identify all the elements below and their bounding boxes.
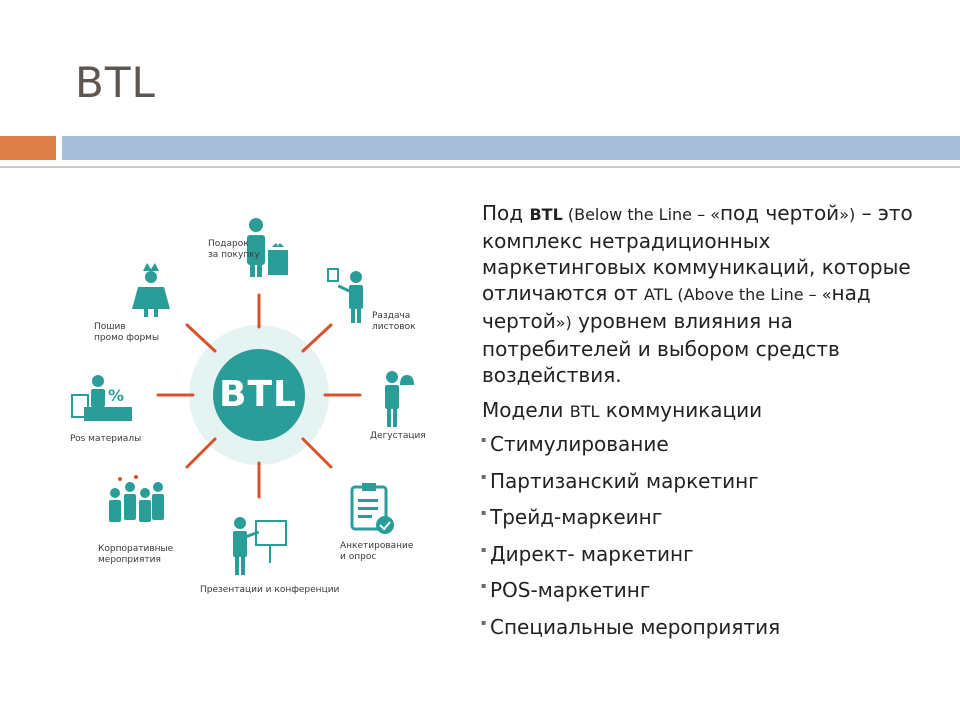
label-survey-line2: и опрос (340, 552, 377, 562)
definition-paragraph: Под BTL (Below the Line – «под чертой») … (482, 200, 922, 388)
label-promo-line2: промо формы (94, 333, 160, 343)
center-circle (213, 349, 305, 441)
def-part-9: ») (555, 313, 572, 332)
def-part-6: – это комплекс нетрадиционных маркетинго… (482, 201, 913, 305)
list-item: Директ- маркетинг (481, 537, 922, 567)
costume-icon (132, 263, 170, 317)
models-part-3: коммуникации (599, 398, 763, 422)
label-gift-line2: за покупку (208, 250, 260, 260)
label-gift-line1: Подарок (208, 239, 249, 249)
label-corporate-line1: Корпоративные (98, 544, 174, 554)
crowd-icon (109, 475, 164, 522)
label-pos-line1: Pos материалы (70, 434, 142, 444)
models-part-1: Модели (482, 398, 570, 422)
label-tasting-line1: Дегустация (370, 431, 426, 441)
label-pos: Pos материалы (70, 434, 141, 445)
pos-stand-icon: % (71, 375, 132, 421)
list-item: POS-маркетинг (481, 573, 922, 603)
divider-line (0, 166, 960, 168)
list-item: Стимулирование (481, 427, 922, 457)
content-block: Под BTL (Below the Line – «под чертой») … (481, 200, 922, 650)
spoke-top-right (301, 323, 333, 353)
spokes (156, 293, 362, 499)
flyers-icon (327, 268, 363, 323)
def-part-3: (Below the Line – « (562, 205, 720, 224)
btl-diagram: % BTL Подарок за покупку Раздача листово… (40, 195, 460, 615)
label-flyers: Раздача листовок (372, 311, 416, 333)
def-part-1: Под (482, 201, 530, 225)
waiter-icon (385, 371, 414, 427)
slide-title: BTL (75, 58, 156, 107)
def-part-8: над чертой (482, 281, 871, 333)
list-item: Трейд-маркеинг (481, 500, 922, 530)
spoke-bottom-left (185, 437, 217, 469)
models-heading: Модели BTL коммуникации (482, 397, 922, 425)
label-survey: Анкетирование и опрос (340, 541, 413, 563)
spoke-bottom-right (301, 437, 333, 469)
label-promo: Пошив промо формы (94, 322, 159, 344)
label-survey-line1: Анкетирование (340, 541, 414, 551)
svg-text:%: % (108, 386, 124, 405)
list-item: Специальные мероприятия (481, 610, 922, 640)
def-part-10: уровнем влияния на потребителей и выборо… (482, 309, 840, 387)
label-gift: Подарок за покупку (208, 239, 260, 261)
label-flyers-line2: листовок (372, 322, 416, 332)
label-presentations: Презентации и конференции (200, 585, 339, 596)
label-promo-line1: Пошив (94, 322, 126, 332)
accent-bar-orange (0, 136, 56, 160)
gift-icon (247, 218, 288, 277)
list-item: Партизанский маркетинг (481, 464, 922, 494)
def-btl: BTL (529, 205, 563, 224)
btl-diagram-graphic: % (71, 218, 414, 575)
label-corporate-line2: мероприятия (98, 555, 161, 565)
accent-bar-blue (62, 136, 960, 160)
clipboard-icon (350, 483, 394, 534)
spoke-top-left (185, 323, 217, 353)
center-label: BTL (219, 374, 297, 415)
models-list: Стимулирование Партизанский маркетинг Тр… (481, 427, 922, 640)
label-tasting: Дегустация (370, 431, 426, 442)
label-corporate: Корпоративные мероприятия (98, 544, 173, 566)
label-presentations-line1: Презентации и конференции (200, 585, 340, 595)
label-flyers-line1: Раздача (372, 311, 411, 321)
models-part-2: BTL (569, 402, 600, 421)
presenter-icon (233, 517, 287, 575)
def-part-4: под чертой (719, 201, 840, 225)
def-part-7: ATL (Above the Line – « (643, 285, 832, 304)
def-part-5: ») (839, 205, 856, 224)
